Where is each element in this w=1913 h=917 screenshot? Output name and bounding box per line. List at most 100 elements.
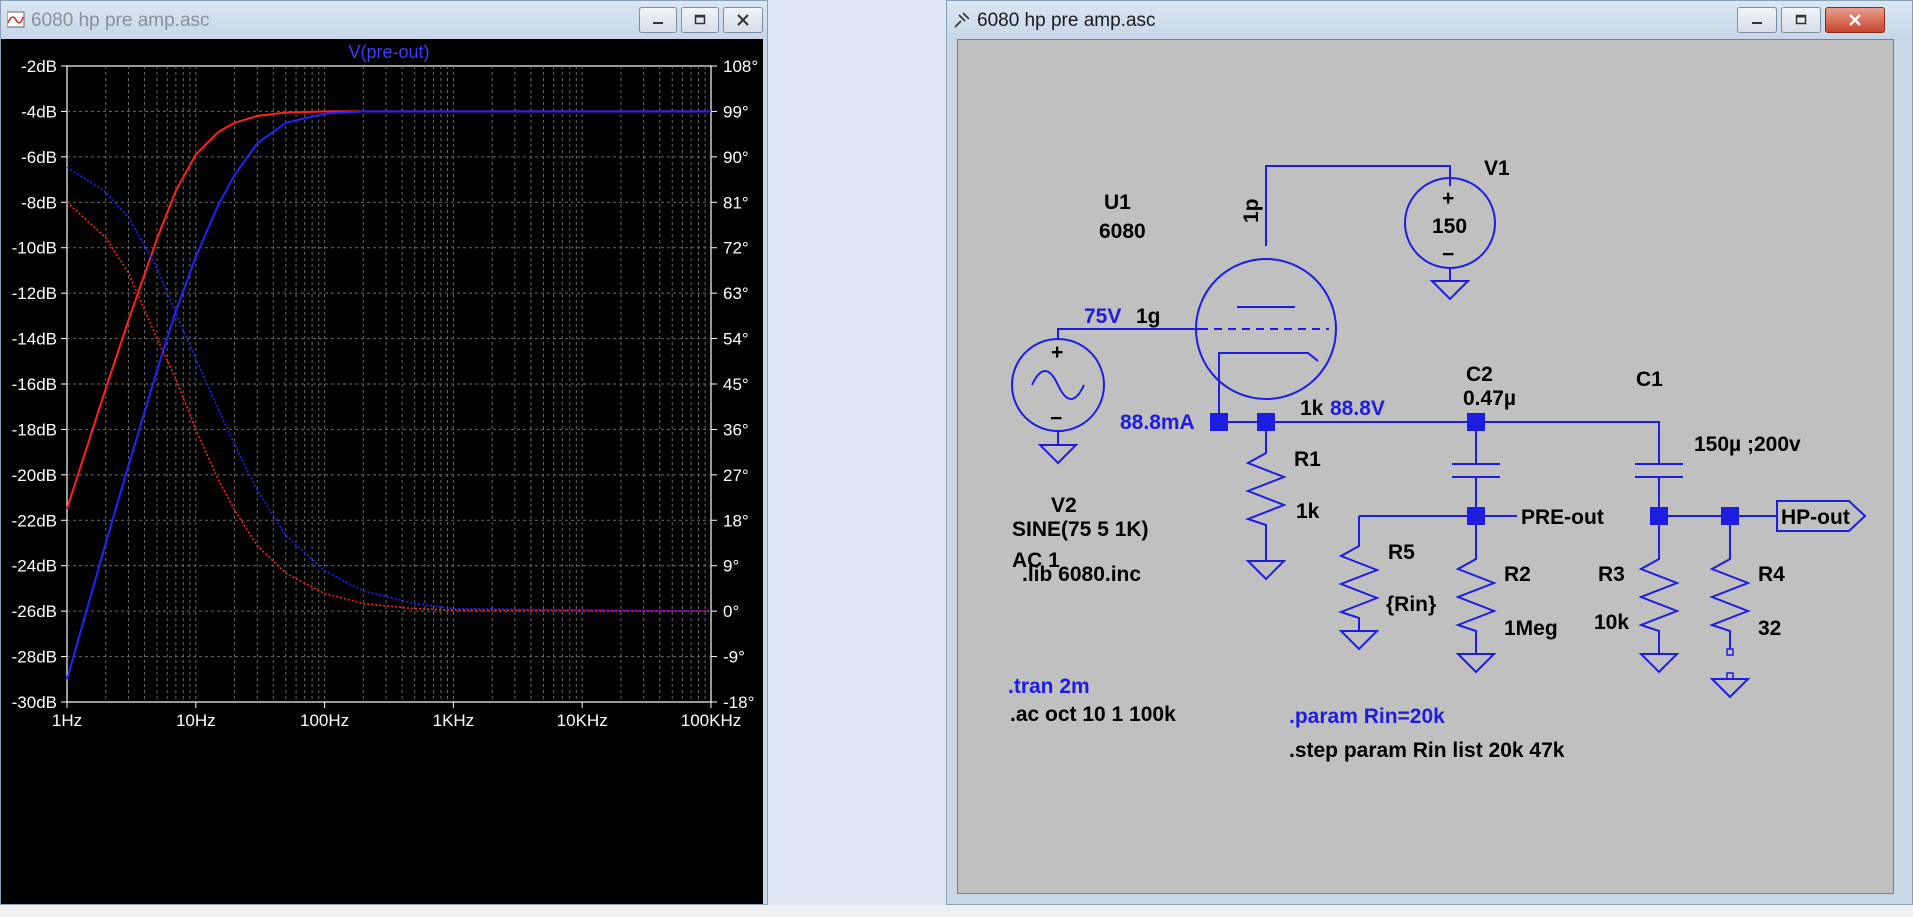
v2-value: SINE(75 5 1K) — [1012, 518, 1149, 541]
y2-tick-label: 45° — [723, 375, 749, 394]
schematic-canvas[interactable]: U1 6080 1p 1g V1 150 + − + − 1k R1 1k C2… — [957, 39, 1894, 894]
junction — [1721, 507, 1739, 525]
c2-name: C2 — [1466, 363, 1493, 386]
y-tick-label: -20dB — [12, 466, 57, 485]
r3-name: R3 — [1598, 563, 1625, 586]
ground-icon — [1338, 630, 1380, 651]
wires — [1057, 165, 1777, 551]
wire-plate — [1265, 165, 1451, 246]
plot-pane[interactable]: -2dB-4dB-6dB-8dB-10dB-12dB-14dB-16dB-18d… — [1, 39, 763, 904]
v2-name: V2 — [1051, 494, 1077, 517]
waveform-window[interactable]: 6080 hp pre amp.asc -2dB-4dB-6dB-8dB-10d… — [0, 0, 768, 905]
schematic-drawing[interactable]: U1 6080 1p 1g V1 150 + − + − 1k R1 1k C2… — [958, 40, 1895, 895]
v1-source[interactable] — [1404, 177, 1496, 301]
y2-tick-label: 63° — [723, 284, 749, 303]
y-tick-label: -18dB — [12, 420, 57, 439]
ground-icon — [1638, 653, 1680, 674]
r3-resistor[interactable] — [1638, 551, 1680, 674]
v1-plus: + — [1442, 187, 1454, 210]
x-tick-label: 100Hz — [300, 711, 349, 730]
v1-minus: − — [1442, 243, 1454, 266]
close-button[interactable] — [723, 7, 763, 33]
y2-tick-label: 36° — [723, 420, 749, 439]
y2-tick-label: 99° — [723, 102, 749, 121]
y2-tick-label: 9° — [723, 557, 739, 576]
v2-plus: + — [1051, 341, 1063, 364]
y-tick-label: -30dB — [12, 693, 57, 712]
taskbar-strip — [0, 905, 1913, 917]
minimize-button[interactable] — [1737, 7, 1777, 33]
y-tick-label: -28dB — [12, 648, 57, 667]
r1-name: R1 — [1294, 448, 1321, 471]
r1-resistor[interactable] — [1245, 441, 1287, 581]
series-line-2 — [66, 201, 712, 612]
hp-out-flag[interactable] — [1776, 500, 1867, 532]
waveform-window-title: 6080 hp pre amp.asc — [31, 10, 210, 31]
close-icon — [1849, 14, 1861, 26]
ground-icon — [1709, 678, 1751, 699]
maximize-button[interactable] — [681, 7, 719, 33]
ground-icon — [1429, 280, 1471, 301]
junction — [1467, 413, 1485, 431]
x-tick-label: 1Hz — [52, 711, 82, 730]
wire-cathode-node — [1218, 361, 1660, 464]
series-line-3 — [66, 166, 712, 612]
v1-name: V1 — [1484, 157, 1510, 180]
v2-source[interactable] — [1011, 338, 1105, 465]
triode-tube[interactable] — [1195, 258, 1337, 400]
r5-value: {Rin} — [1386, 593, 1436, 616]
v2-ac: AC 1 — [1012, 549, 1060, 572]
r2-resistor[interactable] — [1455, 551, 1497, 674]
y-tick-label: -22dB — [12, 511, 57, 530]
maximize-icon — [1795, 14, 1807, 25]
series-line-1 — [66, 110, 711, 680]
cathode-voltage: 88.8V — [1330, 397, 1385, 420]
waveform-titlebar[interactable]: 6080 hp pre amp.asc — [1, 1, 767, 40]
v2-minus: − — [1050, 407, 1062, 430]
ac-directive: .ac oct 10 1 100k — [1010, 703, 1176, 726]
schematic-window[interactable]: 6080 hp pre amp.asc — [946, 0, 1913, 905]
u1-name: U1 — [1104, 191, 1131, 214]
junction — [1467, 507, 1485, 525]
y2-tick-label: 54° — [723, 330, 749, 349]
y2-tick-label: 18° — [723, 511, 749, 530]
c1-value: 150µ ;200v — [1694, 433, 1801, 456]
r5-resistor[interactable] — [1338, 536, 1380, 651]
tran-directive: .tran 2m — [1008, 675, 1090, 698]
c1-capacitor[interactable] — [1635, 463, 1683, 478]
resistor-icon — [1455, 551, 1497, 654]
x-tick-label: 100KHz — [681, 711, 741, 730]
r4-name: R4 — [1758, 563, 1785, 586]
x-tick-label: 10KHz — [557, 711, 608, 730]
close-icon — [737, 14, 749, 26]
y2-tick-label: 90° — [723, 148, 749, 167]
junction — [1650, 507, 1668, 525]
port-icon — [1726, 648, 1734, 656]
r4-resistor[interactable] — [1709, 551, 1751, 699]
minimize-button[interactable] — [639, 7, 677, 33]
resistor-icon — [1338, 536, 1380, 631]
junctions — [1210, 413, 1739, 525]
resistor-icon — [1709, 551, 1751, 649]
grid-label: 1g — [1136, 305, 1161, 328]
c2-capacitor[interactable] — [1452, 463, 1500, 478]
r3-value: 10k — [1594, 611, 1629, 634]
capacitor-icon — [1452, 463, 1500, 478]
r5-name: R5 — [1388, 541, 1415, 564]
plate-label: 1p — [1240, 198, 1263, 223]
r4-value: 32 — [1758, 617, 1781, 640]
y-tick-label: -12dB — [12, 284, 57, 303]
close-button[interactable] — [1825, 7, 1885, 33]
schematic-titlebar[interactable]: 6080 hp pre amp.asc — [947, 1, 1912, 40]
maximize-icon — [694, 14, 706, 25]
maximize-button[interactable] — [1781, 7, 1821, 33]
y-tick-label: -26dB — [12, 602, 57, 621]
r2-value: 1Meg — [1504, 617, 1558, 640]
bode-plot[interactable]: -2dB-4dB-6dB-8dB-10dB-12dB-14dB-16dB-18d… — [1, 39, 765, 905]
hp-out-label[interactable]: HP-out — [1781, 506, 1850, 529]
capacitor-icon — [1635, 463, 1683, 478]
c1-name: C1 — [1636, 368, 1663, 391]
y-tick-label: -24dB — [12, 557, 57, 576]
schematic-window-title: 6080 hp pre amp.asc — [977, 10, 1156, 31]
chart-title: V(pre-out) — [348, 42, 429, 62]
